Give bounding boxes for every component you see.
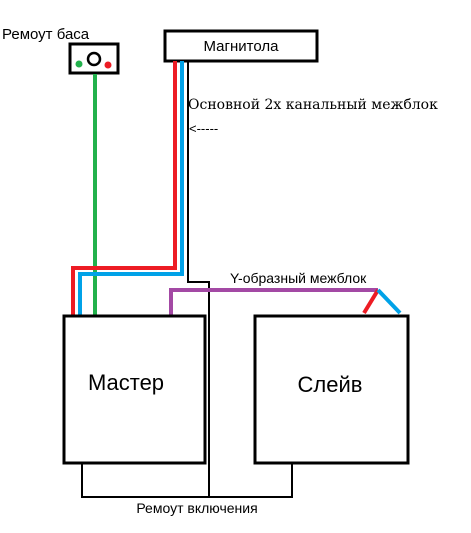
master-label: Мастер: [88, 370, 164, 395]
slave-box: Слейв: [253, 314, 410, 465]
bass-remote-red-dot: [104, 61, 112, 69]
main-interconnect-label: Основной 2х канальный межблок: [188, 97, 438, 113]
slave-frame: [253, 314, 410, 465]
y-interconnect-label: Y-образный межблок: [230, 270, 367, 286]
main-interconnect-arrow: <-----: [189, 121, 218, 136]
bass-remote-label: Ремоут баса: [2, 26, 90, 43]
remote-on-label: Ремоут включения: [136, 500, 257, 516]
bass-remote-green-dot: [75, 60, 83, 68]
bass-remote-frame: [68, 42, 120, 75]
head-unit-box: Магнитола: [163, 29, 319, 63]
master-box: Мастер: [62, 314, 207, 465]
y-red-branch-wire: [362, 288, 380, 315]
bass-remote-box: [68, 42, 120, 75]
purple-y-interconnect-wire: [169, 288, 378, 316]
bass-remote-knob: [86, 51, 102, 67]
head-unit-frame: [163, 29, 319, 63]
master-frame: [62, 314, 207, 465]
slave-label: Слейв: [298, 372, 363, 397]
head-unit-label: Магнитола: [204, 38, 280, 55]
y-blue-branch-wire: [376, 288, 402, 315]
remote-on-bottom-wire: [81, 463, 293, 498]
remote-on-wire-vertical: [187, 61, 210, 497]
blue-interconnect-wire: [78, 61, 184, 316]
red-interconnect-wire: [71, 61, 177, 316]
